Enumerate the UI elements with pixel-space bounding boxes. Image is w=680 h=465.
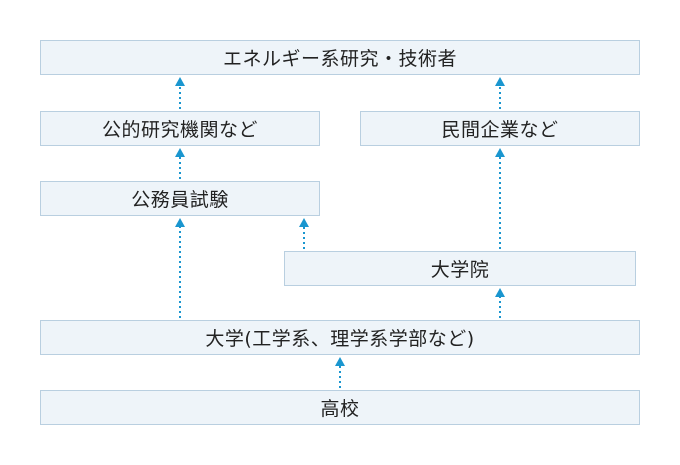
arrow-graduate-school-to-civil-service-exam — [299, 218, 309, 249]
node-high-school: 高校 — [40, 390, 640, 425]
node-public-institution-label: 公的研究機関など — [101, 119, 258, 141]
node-university-label: 大学(工学系、理学系学部など) — [205, 328, 475, 350]
arrow-civil-service-exam-to-public-institution — [175, 148, 185, 179]
node-private-company-label: 民間企業など — [441, 119, 559, 141]
arrow-university-to-graduate-school — [495, 288, 505, 318]
node-civil-service-exam: 公務員試験 — [40, 181, 320, 216]
node-private-company: 民間企業など — [360, 111, 640, 146]
node-researcher-label: エネルギー系研究・技術者 — [222, 48, 457, 70]
node-civil-service-exam-label: 公務員試験 — [131, 189, 229, 211]
arrow-university-to-civil-service-exam — [175, 218, 185, 318]
node-high-school-label: 高校 — [320, 398, 360, 420]
arrow-graduate-school-to-private-company — [495, 148, 505, 249]
node-graduate-school: 大学院 — [284, 251, 636, 286]
arrow-private-company-to-researcher — [495, 77, 505, 109]
arrow-highschool-to-university — [335, 357, 345, 388]
node-public-institution: 公的研究機関など — [40, 111, 320, 146]
node-university: 大学(工学系、理学系学部など) — [40, 320, 640, 355]
arrow-public-institution-to-researcher — [175, 77, 185, 109]
node-graduate-school-label: 大学院 — [430, 259, 490, 281]
node-researcher: エネルギー系研究・技術者 — [40, 40, 640, 75]
